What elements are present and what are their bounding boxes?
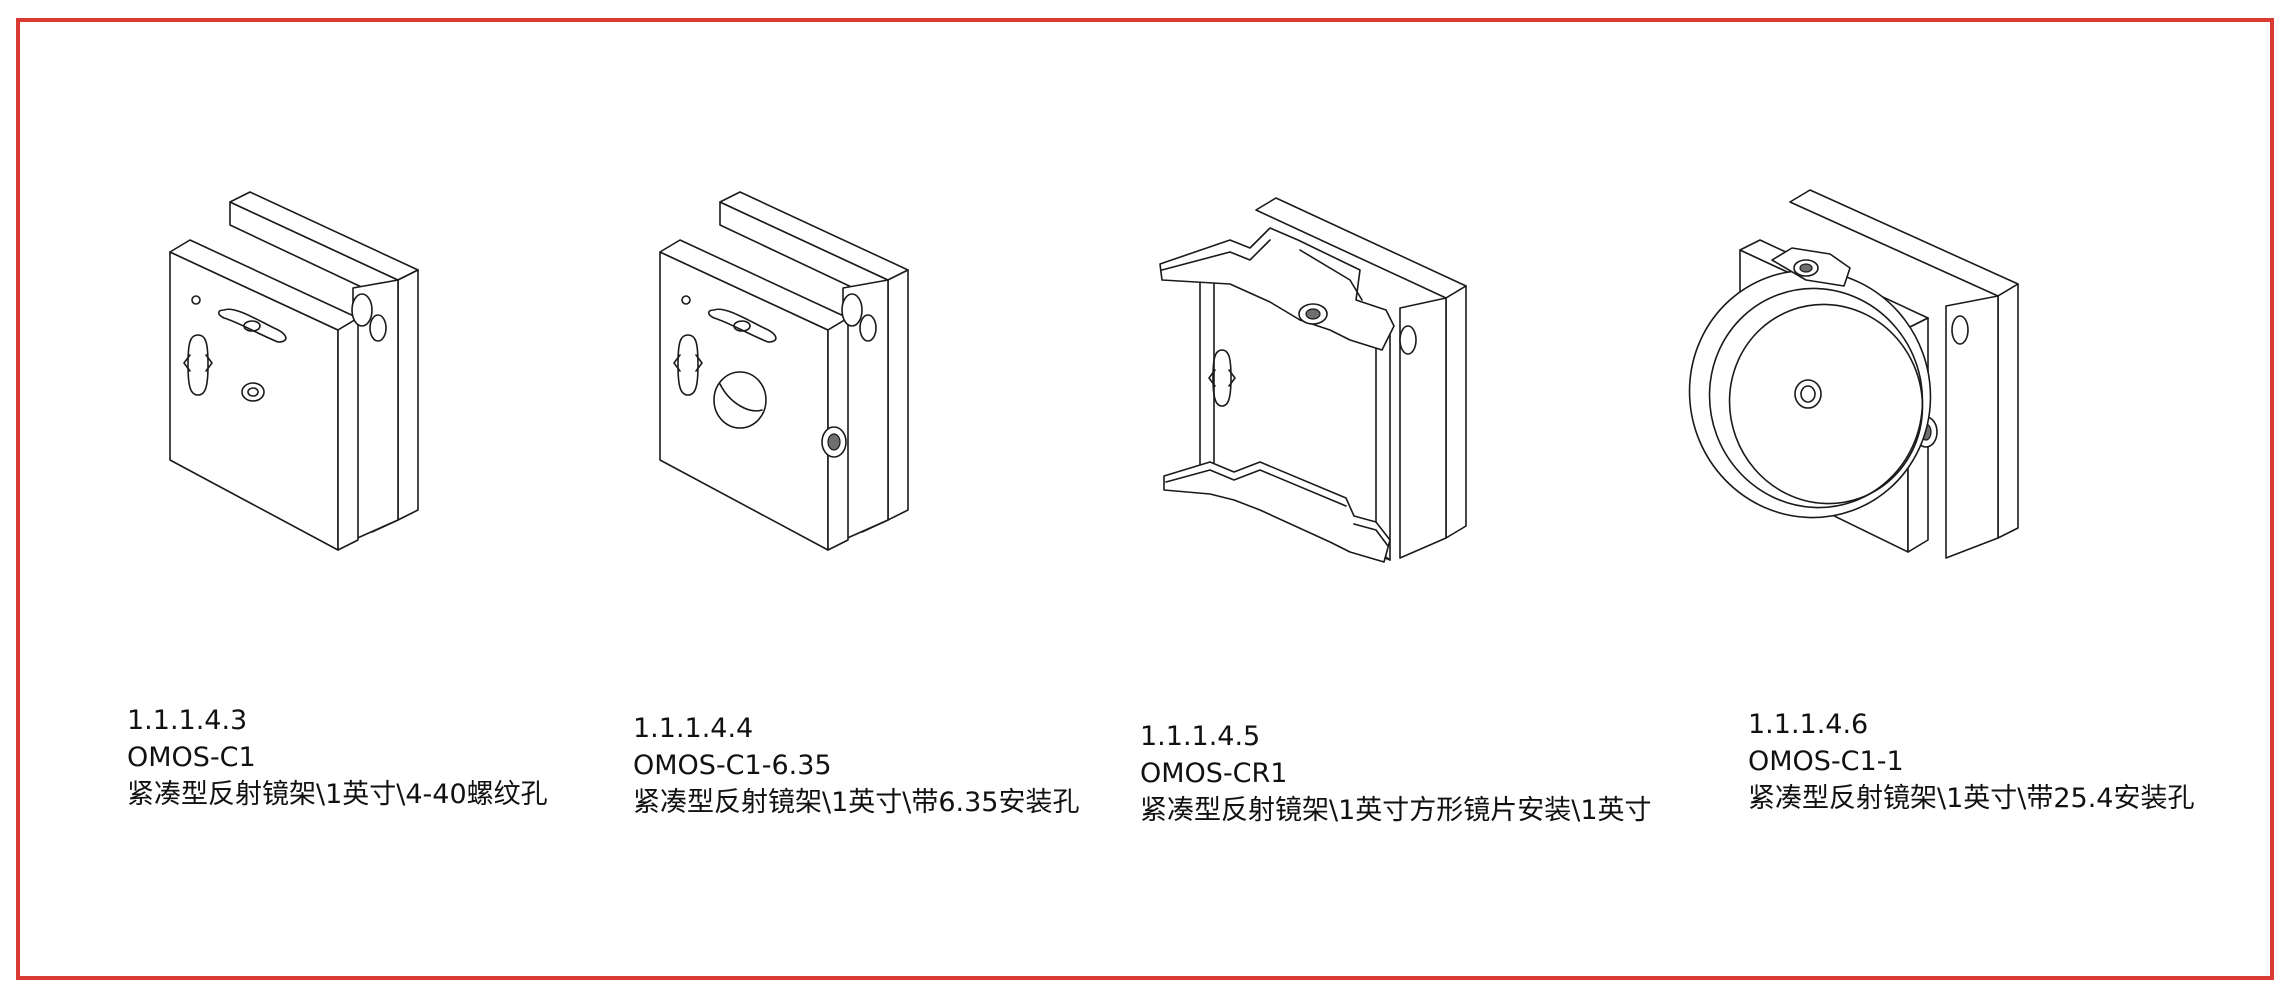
part-model: OMOS-C1 (127, 742, 256, 773)
part-description: 紧凑型反射镜架\1英寸方形镜片安装\1英寸 (1140, 795, 1652, 826)
part-number: 1.1.1.4.5 (1140, 721, 1261, 752)
part-model: OMOS-C1-1 (1748, 746, 1904, 777)
mirror-mount-drawing (1159, 197, 1467, 563)
part-number: 1.1.1.4.3 (127, 705, 248, 736)
part-description: 紧凑型反射镜架\1英寸\4-40螺纹孔 (127, 779, 548, 810)
part-label: 1.1.1.4.6 OMOS-C1-1 紧凑型反射镜架\1英寸\带25.4安装孔 (1748, 706, 2195, 817)
part-omos-c1-6-35 (640, 180, 960, 560)
part-label: 1.1.1.4.5 OMOS-CR1 紧凑型反射镜架\1英寸方形镜片安装\1英寸 (1140, 718, 1652, 829)
mirror-mount-drawing (169, 191, 419, 551)
page-border (16, 18, 2274, 980)
mirror-mount-drawing (1688, 189, 2019, 559)
part-label: 1.1.1.4.4 OMOS-C1-6.35 紧凑型反射镜架\1英寸\带6.35… (633, 710, 1080, 821)
part-description: 紧凑型反射镜架\1英寸\带25.4安装孔 (1748, 783, 2195, 814)
part-model: OMOS-C1-6.35 (633, 750, 832, 781)
part-label: 1.1.1.4.3 OMOS-C1 紧凑型反射镜架\1英寸\4-40螺纹孔 (127, 702, 548, 813)
part-description: 紧凑型反射镜架\1英寸\带6.35安装孔 (633, 787, 1080, 818)
part-omos-c1-1 (1680, 180, 2040, 580)
part-omos-cr1 (1150, 190, 1490, 590)
part-model: OMOS-CR1 (1140, 758, 1288, 789)
part-number: 1.1.1.4.6 (1748, 709, 1869, 740)
mirror-mount-drawing (659, 191, 909, 551)
part-number: 1.1.1.4.4 (633, 713, 754, 744)
part-omos-c1 (150, 180, 470, 560)
